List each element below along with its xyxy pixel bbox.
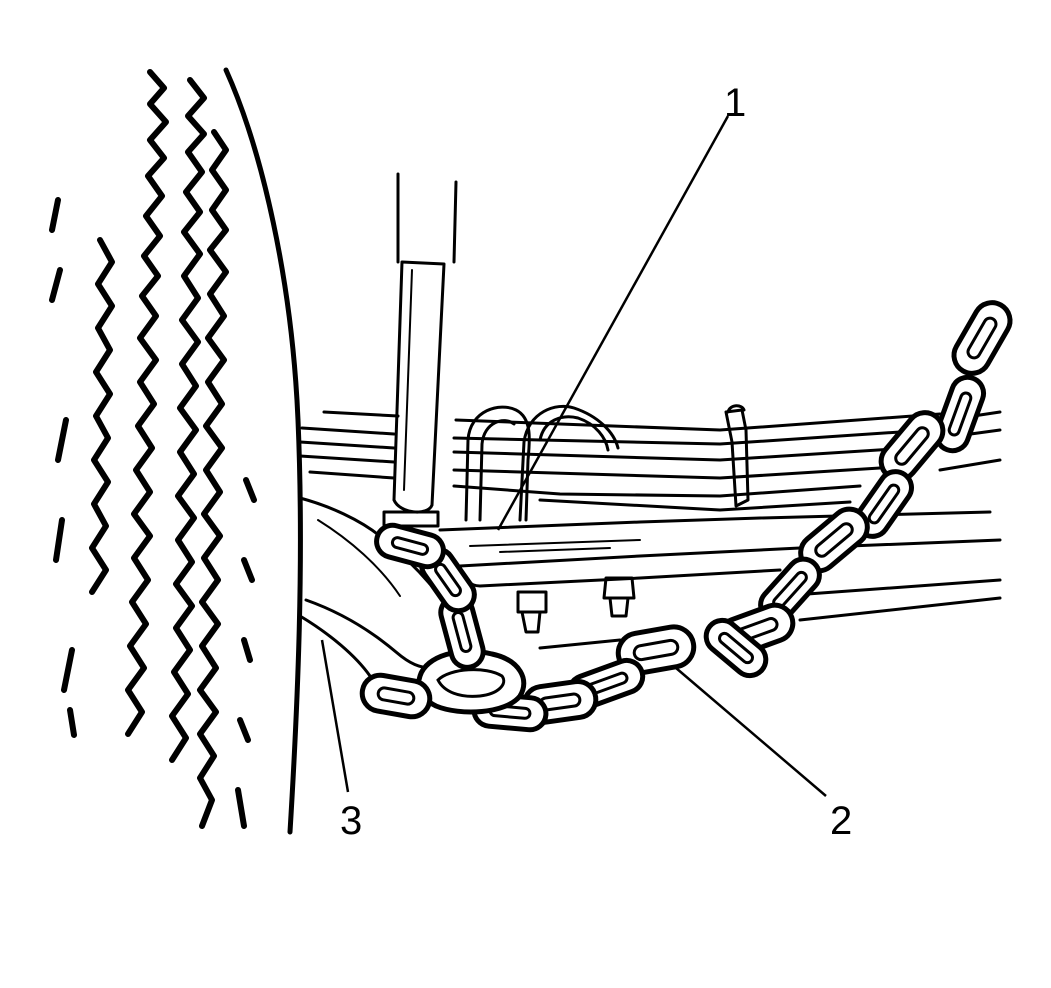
u-bolt-left-inner <box>478 419 516 522</box>
leader-line-1 <box>496 115 730 531</box>
chain-link <box>933 374 987 454</box>
chain-link <box>854 469 914 539</box>
u-bolt-right <box>518 404 620 522</box>
axle-housing <box>298 496 1002 678</box>
u-bolt-left <box>464 405 531 522</box>
chain-link <box>798 506 870 574</box>
axle-housing-detail <box>317 519 401 597</box>
shock-mount <box>382 510 440 528</box>
u-bolt-nut-right <box>602 576 636 618</box>
leaf-spring-leaf-2 <box>300 426 932 446</box>
tire-tread-row-4 <box>197 129 229 829</box>
tire <box>49 67 303 835</box>
spring-plate-face <box>458 538 1002 568</box>
tire-tread-row-6 <box>235 477 257 829</box>
spring-plate-top <box>438 510 992 532</box>
leaf-spring-leaf-4 <box>298 454 882 480</box>
shock-upper-body <box>396 172 458 264</box>
spring-clip <box>724 404 750 508</box>
u-bolt-nuts <box>516 576 636 634</box>
shock-highlight <box>403 269 413 491</box>
chain-link <box>374 522 446 570</box>
axle-tube-right <box>538 578 1002 650</box>
safety-chain <box>359 300 1013 733</box>
u-bolt-nut-left <box>516 590 548 634</box>
callout-2: 2 <box>830 799 852 843</box>
chain-link <box>703 617 769 679</box>
leaf-spring-leaf-6 <box>538 498 852 512</box>
chain-link <box>359 672 433 720</box>
tire-sidewall-edge <box>223 67 303 835</box>
chain-link <box>951 300 1013 376</box>
leader-line-3 <box>320 639 350 793</box>
shock-absorber <box>382 172 458 528</box>
u-bolts <box>464 404 750 522</box>
spring-plate-shadow <box>469 539 641 553</box>
spring-plate <box>438 510 1002 588</box>
tire-tread-row-2 <box>125 69 169 737</box>
leader-lines <box>320 115 827 797</box>
leaf-spring-leaf-1 <box>322 410 942 432</box>
axle-housing-bottom <box>298 614 372 678</box>
axle-housing-lower <box>304 598 434 670</box>
tire-tread-row-3 <box>169 77 207 763</box>
callout-3: 3 <box>340 799 362 843</box>
tire-tread-row-1 <box>49 197 77 738</box>
leaf-spring-leaf-3 <box>298 440 912 462</box>
spring-plate-edge <box>458 564 782 588</box>
leaf-spring-leaf-5 <box>308 470 862 498</box>
tire-tread-row-5 <box>89 237 115 595</box>
leader-line-2 <box>675 667 827 797</box>
shock-lower-body <box>392 260 446 514</box>
u-bolt-right-inner <box>538 415 610 452</box>
callout-1: 1 <box>724 81 746 125</box>
